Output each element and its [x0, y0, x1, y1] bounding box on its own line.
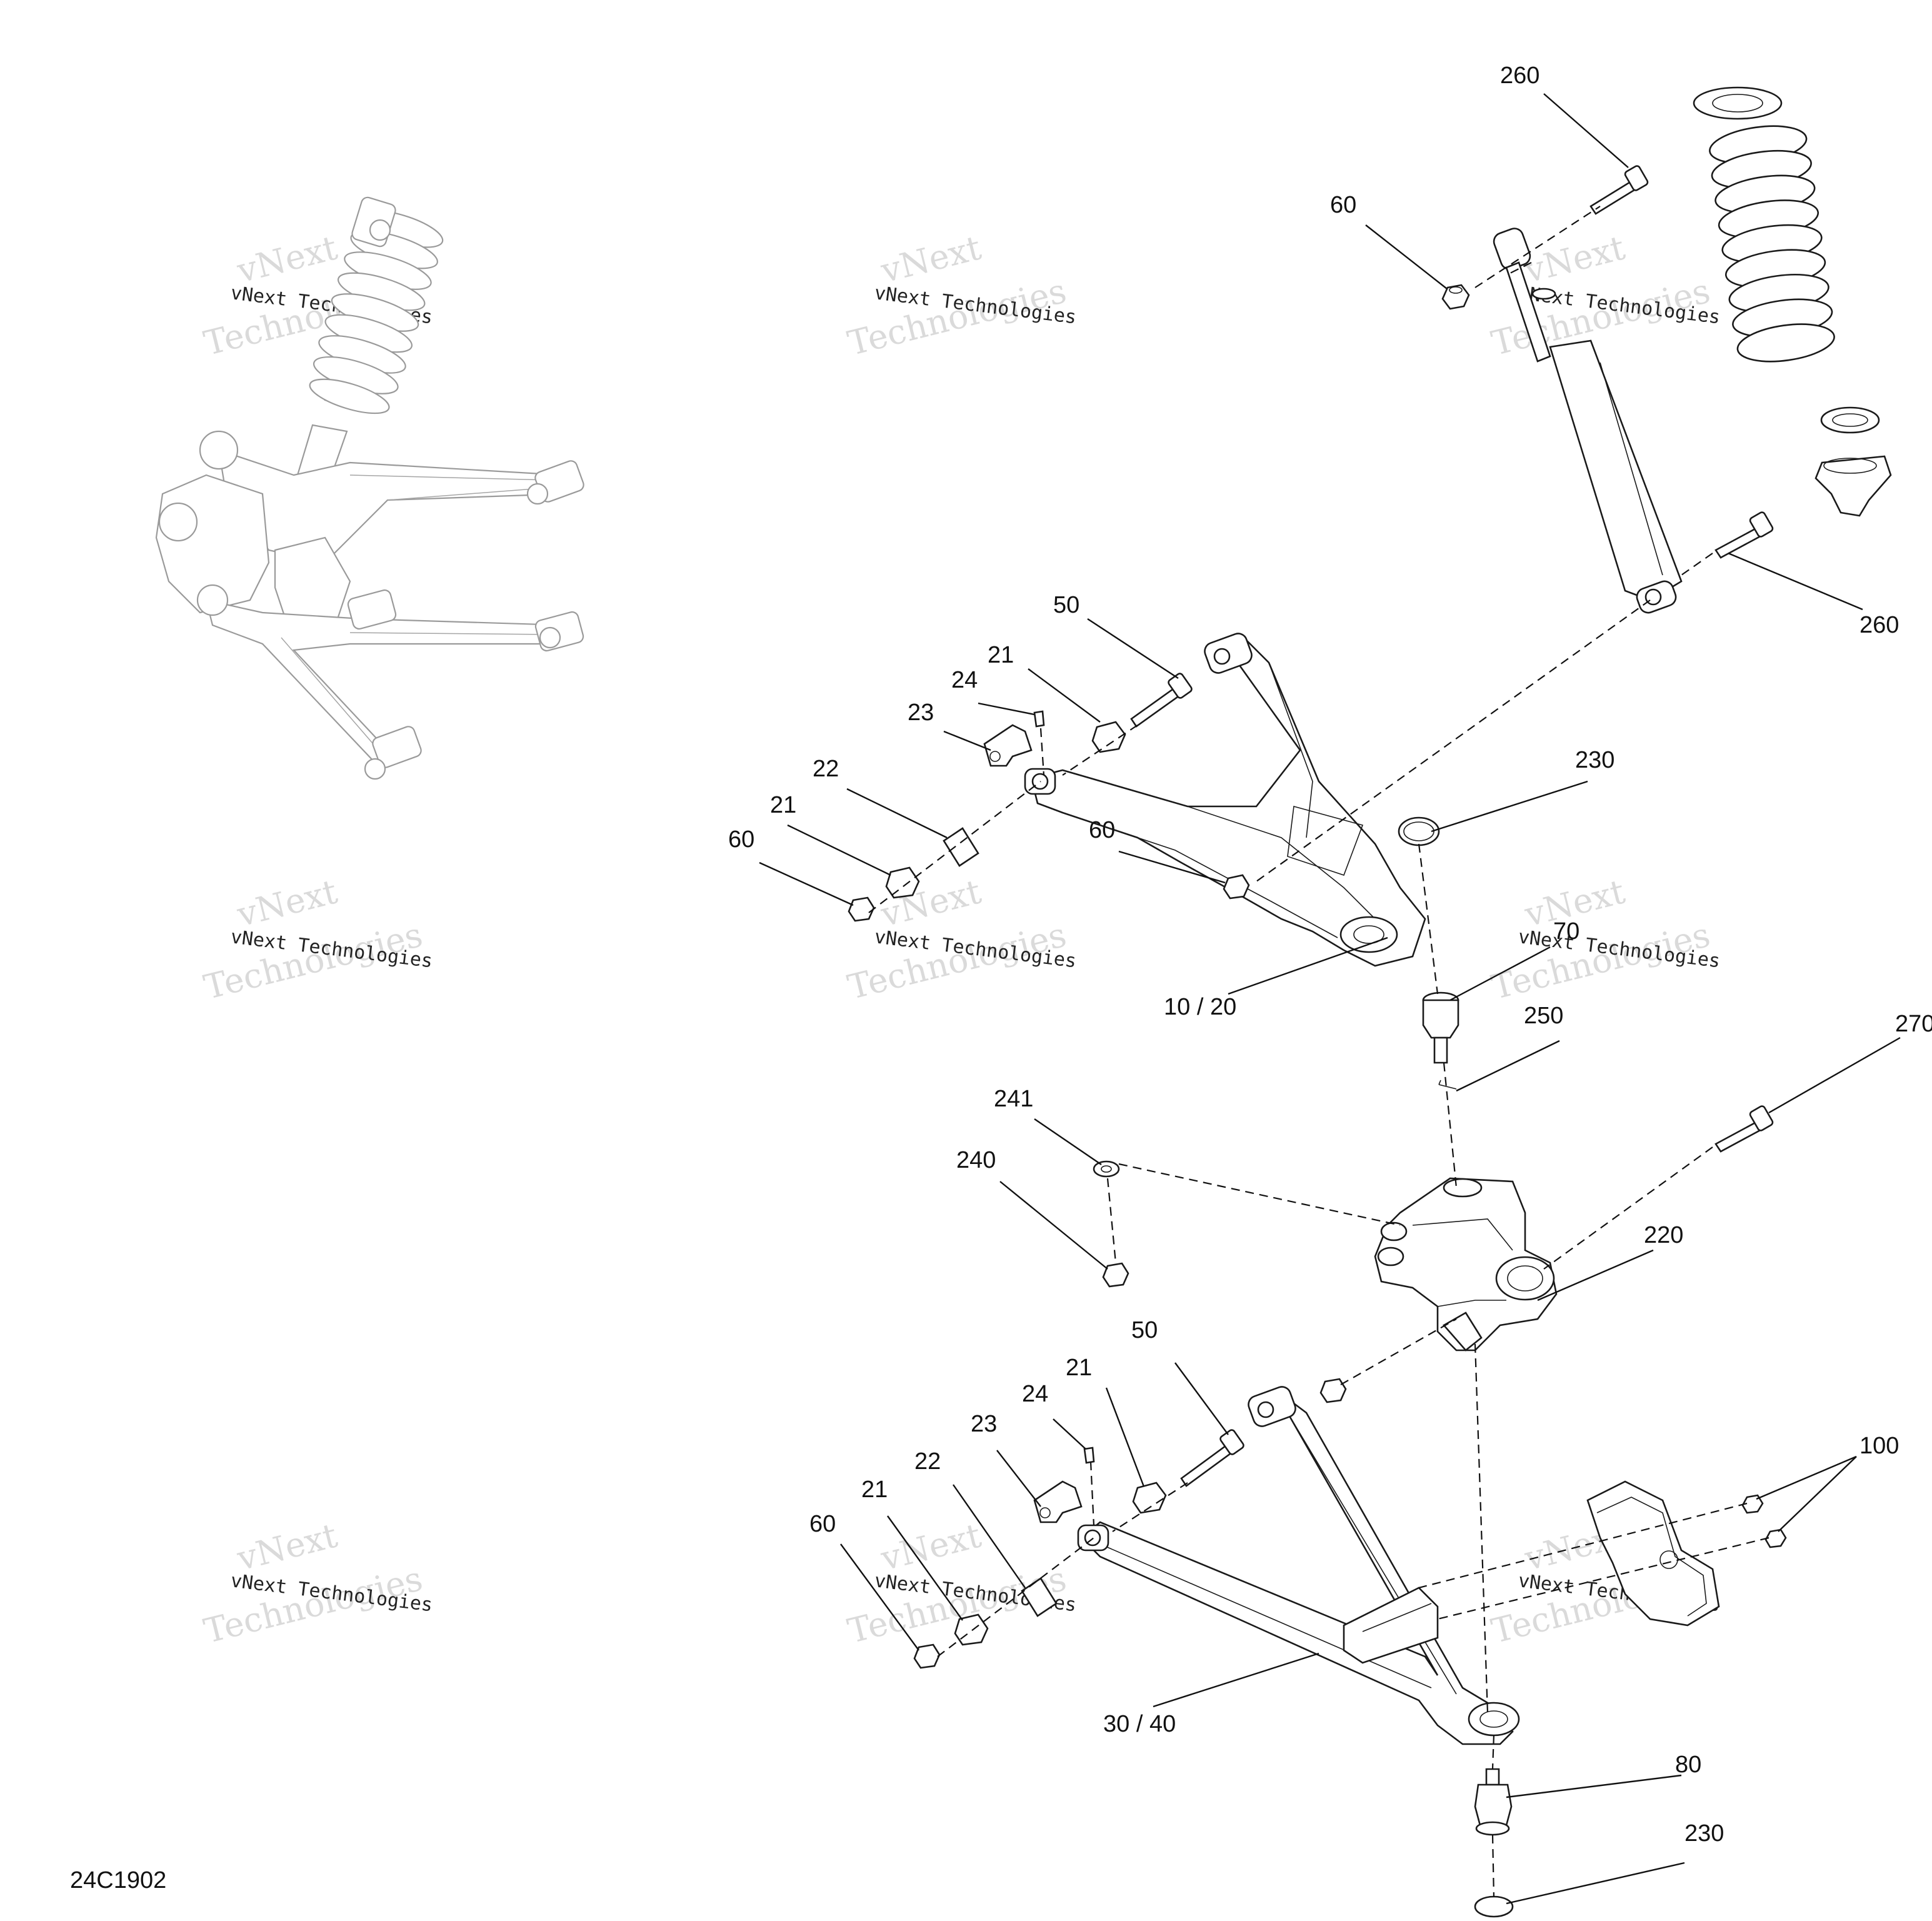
bracket-23-upper — [983, 724, 1033, 767]
steering-knuckle — [1374, 1177, 1558, 1352]
bushing-21-upper-a — [1091, 721, 1126, 753]
callout-100: 100 — [1859, 1433, 1899, 1459]
watermark-line1: vNext — [233, 228, 341, 291]
callout-260-top: 260 — [1500, 63, 1539, 89]
bushing-21-lower-a — [1132, 1482, 1167, 1514]
callout-23-lower: 23 — [971, 1411, 997, 1437]
circlip-230-lower — [1474, 1895, 1514, 1918]
watermark-low-left: vNext Technologies — [200, 1515, 426, 1651]
nut-knuckle — [1319, 1378, 1347, 1403]
callout-21-lower-b: 21 — [861, 1477, 888, 1503]
watermark-mid-left: vNext Technologies — [200, 871, 426, 1007]
callout-230-upper: 230 — [1575, 747, 1614, 773]
callout-21-upper-a: 21 — [988, 642, 1014, 668]
callout-21-upper-b: 21 — [770, 792, 796, 818]
callout-270: 270 — [1895, 1011, 1932, 1037]
bushing-21-upper-b — [885, 866, 920, 899]
callout-240: 240 — [956, 1147, 996, 1173]
callout-22-lower: 22 — [914, 1448, 941, 1475]
watermark-mid-right: vNext Technologies — [1488, 871, 1714, 1007]
spring-retainer — [1814, 455, 1892, 517]
watermark-line1: vNext — [233, 1515, 341, 1578]
nut-60-upper-left — [848, 896, 875, 922]
callout-labels: 260 60 260 50 21 24 23 22 21 60 60 230 1… — [70, 63, 1932, 1893]
callout-60-top: 60 — [1330, 192, 1356, 218]
callout-241: 241 — [994, 1086, 1033, 1112]
nut-60-top — [1441, 284, 1470, 310]
alignment-lines — [868, 206, 1769, 1898]
watermark-line1: vNext — [876, 228, 985, 291]
lower-arm-hardware — [913, 1429, 1244, 1669]
screw-100-a — [1741, 1494, 1764, 1514]
leader-lines — [759, 93, 1901, 1905]
callout-250: 250 — [1524, 1003, 1563, 1029]
watermark-group: vNext Technologies vNext Technologies vN… — [200, 228, 1721, 1651]
watermark-line1: vNext — [876, 1515, 985, 1578]
ball-joint-80 — [1474, 1768, 1513, 1836]
callout-230-lower: 230 — [1684, 1820, 1724, 1847]
watermark-line1: vNext — [233, 871, 341, 935]
callout-50-upper: 50 — [1053, 592, 1079, 618]
shock-absorber — [1493, 228, 1683, 614]
clip-24-upper — [1033, 710, 1045, 728]
callout-60-lower: 60 — [809, 1511, 836, 1537]
callout-60-upper-mid: 60 — [1089, 817, 1115, 843]
washer-241 — [1093, 1160, 1120, 1178]
overview-lower-arm — [205, 599, 567, 764]
callout-220: 220 — [1644, 1222, 1683, 1248]
callout-60-upper-left: 60 — [728, 826, 754, 853]
assembled-suspension-overview — [155, 196, 584, 780]
watermark-line1: vNext — [1520, 228, 1629, 291]
bolt-50-upper — [1130, 686, 1181, 728]
ball-joint-70 — [1422, 991, 1459, 1064]
bolt-270 — [1714, 1105, 1774, 1153]
callout-30-40: 30 / 40 — [1103, 1711, 1176, 1737]
callout-24-lower: 24 — [1022, 1381, 1048, 1407]
coil-spring — [1693, 86, 1892, 517]
callout-260-right: 260 — [1859, 612, 1899, 638]
lower-a-arm — [1077, 1386, 1520, 1745]
bolt-260-right — [1714, 511, 1774, 559]
sleeve-22-upper — [943, 827, 979, 867]
nut-60-lower — [913, 1643, 941, 1669]
bolt-260-top — [1589, 165, 1649, 215]
upper-arm-hardware — [848, 673, 1459, 1090]
overview-upper-arm — [218, 449, 567, 564]
cotter-pin-250 — [1438, 1080, 1457, 1090]
watermark-low-mid: vNext Technologies — [844, 1515, 1070, 1651]
callout-80: 80 — [1675, 1752, 1701, 1778]
callout-10-20: 10 / 20 — [1164, 994, 1236, 1020]
diagram-code: 24C1902 — [70, 1867, 166, 1893]
overview-coil-spring — [309, 196, 444, 414]
callout-70: 70 — [1553, 918, 1579, 945]
bolt-50-lower — [1180, 1443, 1234, 1487]
callout-50-lower: 50 — [1131, 1317, 1158, 1343]
nut-240 — [1102, 1262, 1129, 1288]
nut-60-upper-mid — [1223, 874, 1250, 900]
upper-a-arm — [1024, 633, 1426, 967]
bracket-23-lower — [1033, 1480, 1083, 1523]
callout-23-upper: 23 — [908, 700, 934, 726]
brake-shield — [1586, 1480, 1720, 1627]
watermark-mid-mid: vNext Technologies — [844, 871, 1070, 1007]
callout-21-lower-a: 21 — [1066, 1355, 1092, 1381]
callout-24-upper: 24 — [951, 667, 978, 693]
watermark-top-mid: vNext Technologies — [844, 228, 1070, 363]
callout-22-upper: 22 — [813, 756, 839, 782]
bushing-21-lower-b — [954, 1613, 989, 1646]
clip-24-lower — [1083, 1447, 1095, 1464]
